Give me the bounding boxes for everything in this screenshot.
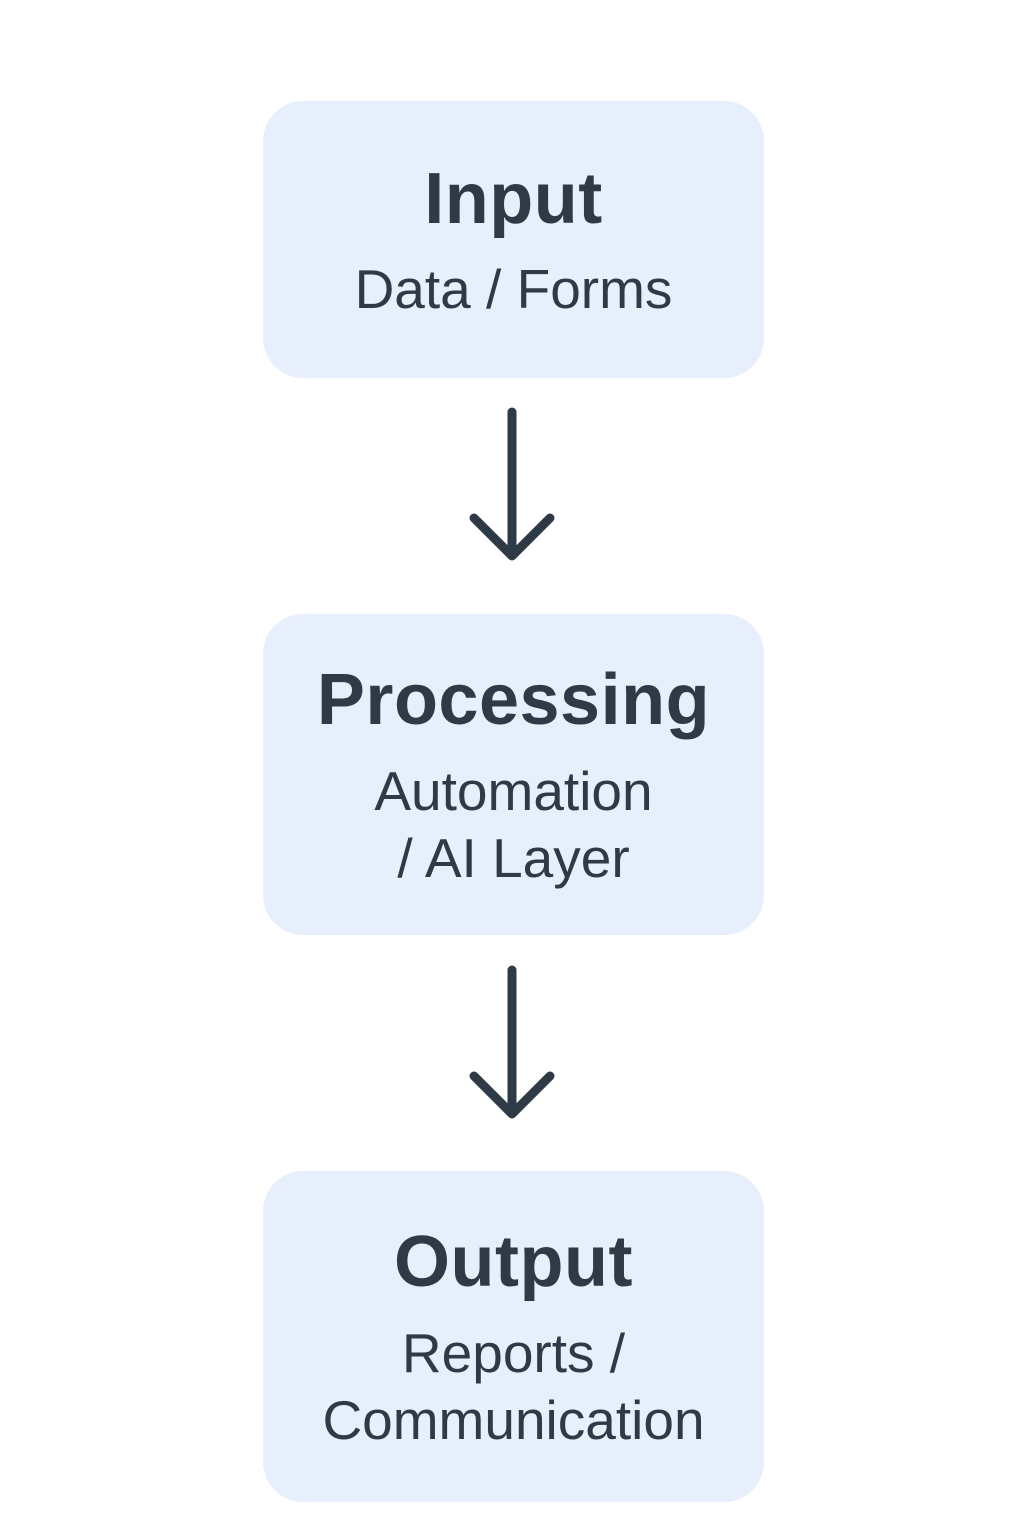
node-input-subtitle: Data / Forms xyxy=(354,258,673,321)
node-input-title: Input xyxy=(424,158,603,239)
node-processing-subtitle: Automation / AI Layer xyxy=(374,759,653,889)
down-arrow-icon xyxy=(469,965,555,1119)
node-output-title: Output xyxy=(394,1222,633,1303)
node-output-subtitle: Reports / Communication xyxy=(322,1321,705,1451)
node-processing: Processing Automation / AI Layer xyxy=(263,614,764,935)
node-processing-title: Processing xyxy=(316,660,711,741)
down-arrow-icon xyxy=(469,407,555,561)
node-output: Output Reports / Communication xyxy=(263,1171,764,1502)
node-input: Input Data / Forms xyxy=(263,101,764,378)
